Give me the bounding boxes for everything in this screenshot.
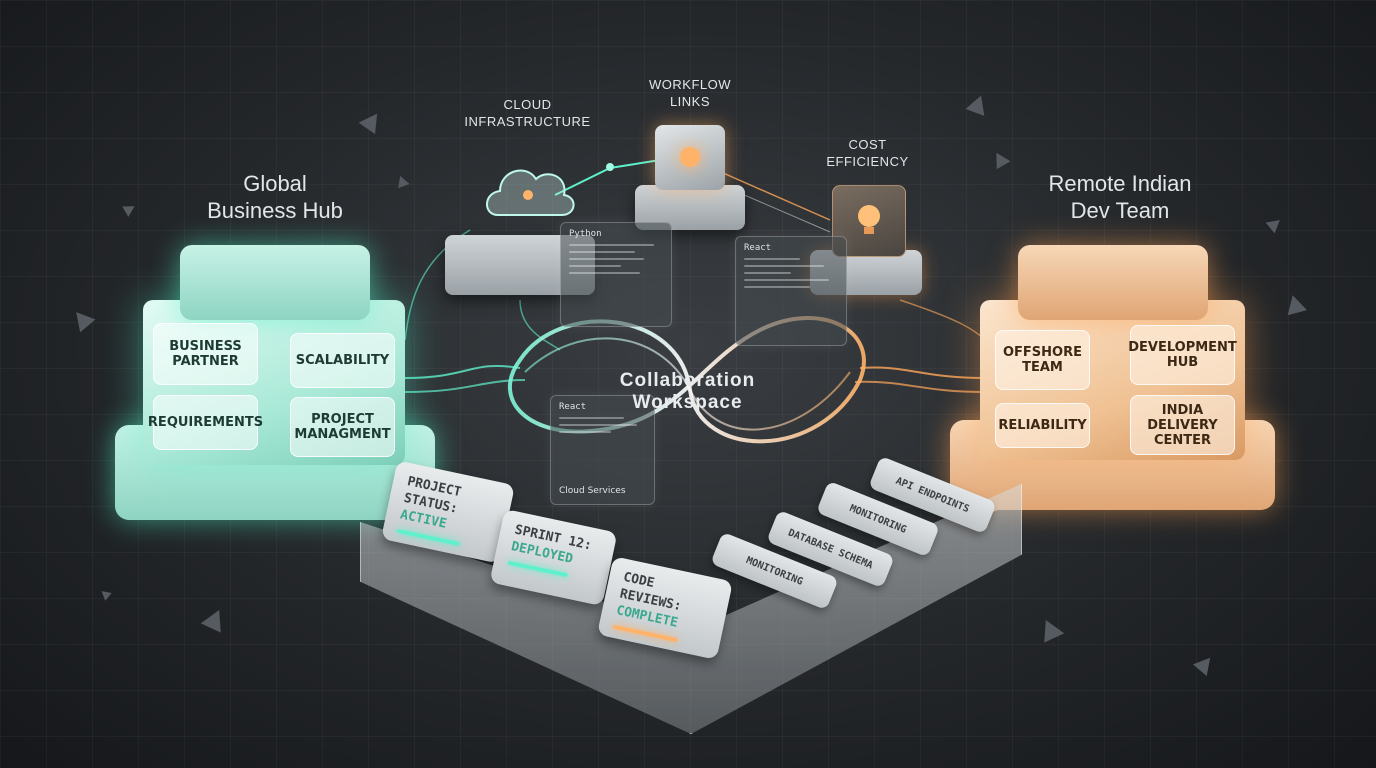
workflow-links-label: Workflow Links (630, 76, 750, 110)
code-panel-react-top[interactable]: React (735, 236, 847, 346)
code-panel-python[interactable]: Python (560, 222, 672, 327)
wire-node-dot (606, 163, 614, 171)
cloud-label-line2: Infrastructure (464, 114, 591, 129)
left-hub-title-line1: Global (243, 171, 307, 196)
cloud-icon[interactable] (478, 145, 578, 230)
tile-project-managment[interactable]: Project Managment (290, 397, 395, 457)
tile-requirements[interactable]: Requirements (148, 395, 263, 450)
right-hub-title: Remote Indian Dev Team (1015, 170, 1225, 224)
tile-scalability[interactable]: Scalability (290, 333, 395, 388)
cloud-label-line1: Cloud (503, 97, 552, 112)
cost-efficiency-label: Cost Efficiency (815, 136, 920, 170)
collaboration-loop-inner (524, 337, 851, 431)
remote-indian-dev-team[interactable]: Offshore Team Reliability Development Hu… (950, 245, 1275, 510)
right-hub-title-line2: Dev Team (1070, 198, 1170, 223)
code-panel-python-title: Python (569, 229, 602, 239)
wire-right-1 (859, 366, 986, 379)
code-panel-react-top-title: React (744, 243, 772, 253)
wire-cloud-center (519, 299, 561, 351)
cloud-infrastructure-label: Cloud Infrastructure (455, 96, 600, 130)
tile-india-delivery-center[interactable]: India Delivery Center (1130, 395, 1235, 455)
code-panel-react-bottom[interactable]: React Cloud Services (550, 395, 655, 505)
wire-left-1 (404, 364, 521, 379)
lightbulb-cube-icon[interactable] (832, 185, 906, 257)
tile-development-hub[interactable]: Development Hub (1128, 325, 1237, 385)
cost-label-line1: Cost (848, 137, 887, 152)
left-hub-top (180, 245, 370, 320)
tile-offshore-team[interactable]: Offshore Team (995, 330, 1090, 390)
wire-right-2 (854, 380, 986, 393)
right-hub-top (1018, 245, 1208, 320)
right-hub-title-line1: Remote Indian (1048, 171, 1192, 196)
code-panel-react-bottom-title: React (559, 402, 587, 412)
wire-workflow-cost (704, 164, 831, 221)
left-hub-title-line2: Business Hub (207, 198, 343, 223)
center-title-line2: Workspace (632, 392, 743, 413)
workflow-label-line2: Links (669, 94, 711, 109)
tile-reliability[interactable]: Reliability (995, 403, 1090, 448)
cost-label-line2: Efficiency (826, 154, 909, 169)
workflow-cube-icon[interactable] (655, 125, 725, 190)
cloud-services-label: Cloud Services (559, 486, 626, 496)
left-hub-title: Global Business Hub (180, 170, 370, 224)
global-business-hub[interactable]: Business Partner Requirements Scalabilit… (115, 245, 435, 520)
tile-business-partner[interactable]: Business Partner (153, 323, 258, 385)
workflow-label-line1: Workflow (649, 77, 731, 92)
collaboration-workspace-title: Collaboration Workspace (575, 370, 800, 414)
center-title-line1: Collaboration (619, 370, 756, 391)
